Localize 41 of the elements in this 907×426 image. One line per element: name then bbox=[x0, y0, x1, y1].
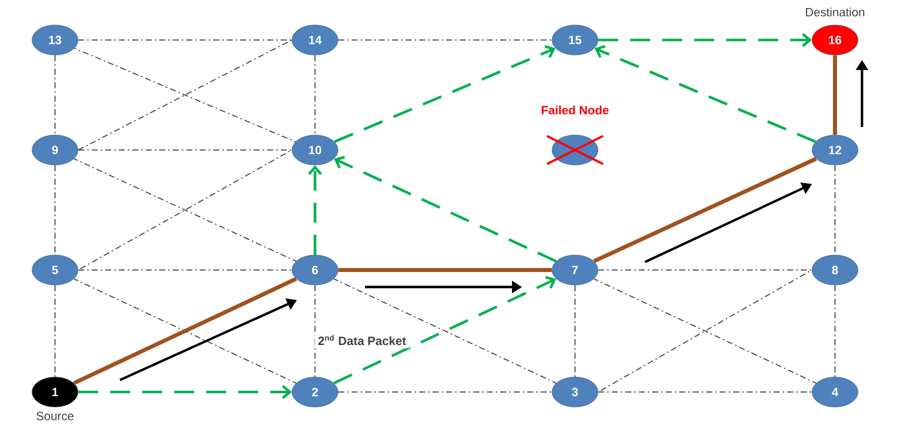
node-caption: Source bbox=[36, 412, 74, 420]
link-line bbox=[73, 158, 297, 262]
network-node: 13 bbox=[32, 24, 78, 56]
network-node: 3 bbox=[552, 376, 598, 408]
link-line bbox=[314, 284, 316, 378]
network-node: 4 bbox=[812, 376, 858, 408]
node-caption: Destination bbox=[806, 8, 864, 16]
network-node: 6 bbox=[292, 254, 338, 286]
dashed-arrow bbox=[78, 385, 292, 399]
dashed-arrow bbox=[334, 44, 556, 143]
link-line bbox=[574, 284, 576, 378]
route-line bbox=[338, 268, 552, 272]
network-node: 16 bbox=[812, 24, 858, 56]
network-node: 14 bbox=[292, 24, 338, 56]
network-node: 10 bbox=[292, 134, 338, 166]
route-line bbox=[593, 156, 817, 264]
network-node: 12 bbox=[812, 134, 858, 166]
network-node: 5 bbox=[32, 254, 78, 286]
link-line bbox=[78, 40, 292, 150]
link-line bbox=[54, 284, 56, 378]
dashed-arrow bbox=[598, 33, 812, 47]
link-line bbox=[78, 150, 292, 270]
link-line bbox=[593, 278, 817, 384]
route-line bbox=[833, 55, 837, 135]
dashed-arrow bbox=[594, 44, 816, 143]
network-node: 8 bbox=[812, 254, 858, 286]
network-node: 7 bbox=[552, 254, 598, 286]
network-node: 15 bbox=[552, 24, 598, 56]
network-node: 2 bbox=[292, 376, 338, 408]
link-line bbox=[74, 48, 296, 142]
dashed-arrow bbox=[308, 165, 322, 255]
link-line bbox=[314, 54, 316, 136]
network-node: 9 bbox=[32, 134, 78, 166]
annotation-label: 2$^{nd}$ Data Packet bbox=[314, 332, 410, 348]
node-circle bbox=[552, 134, 598, 166]
network-node: 1 bbox=[32, 376, 78, 408]
link-line bbox=[54, 54, 56, 136]
link-line bbox=[598, 270, 812, 392]
link-line bbox=[834, 284, 836, 378]
node-caption: Failed Node bbox=[542, 106, 609, 114]
dashed-arrow bbox=[334, 156, 557, 262]
